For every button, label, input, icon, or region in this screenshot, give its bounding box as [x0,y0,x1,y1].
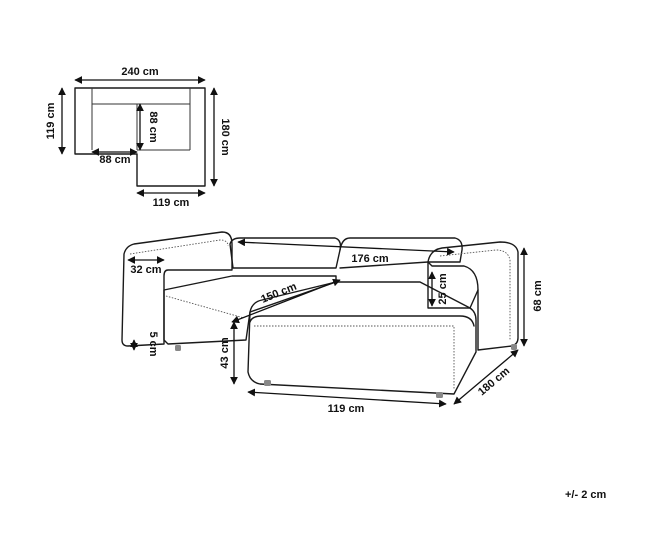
top-view-outline [74,87,206,187]
dim-leg-height: 5 cm [147,331,159,356]
dim-line-chaise-width [247,388,447,408]
tolerance-note: +/- 2 cm [565,489,607,501]
sofa-perspective [121,231,519,398]
top-view-inner-lines [91,88,191,151]
dim-seat-height: 43 cm [219,337,231,368]
left-seat-front-seam [165,295,245,319]
left-arm-top-seam [129,239,229,255]
dim-line-seat-depth [231,278,341,324]
foot [511,344,517,350]
dim-arm-width: 32 cm [130,264,161,276]
dim-seat-width: 88 cm [99,154,130,166]
chaise-top-edge [249,315,475,327]
foot [175,345,181,351]
dim-arm-height: 25 cm [437,273,449,304]
foot [436,392,443,398]
chaise-front-seam [254,325,455,390]
foot [264,380,271,386]
dim-line-total-depth [453,349,519,405]
dim-line-back-width [237,238,455,256]
right-arm-inner [427,261,479,309]
dim-depth-right: 180 cm [219,118,231,156]
right-arm-seam [439,249,511,340]
dim-width-total: 240 cm [121,66,159,78]
dim-depth-left: 119 cm [45,102,57,139]
left-arm [121,231,233,347]
dim-chaise-width-front: 119 cm [328,403,365,415]
top-view: 240 cm 119 cm 88 cm 88 cm 180 cm 119 cm [45,66,231,209]
dim-chaise-width: 119 cm [153,197,190,209]
dim-inner-depth: 88 cm [147,111,159,142]
dim-back-width: 176 cm [351,253,389,265]
dim-total-height: 68 cm [532,280,544,311]
